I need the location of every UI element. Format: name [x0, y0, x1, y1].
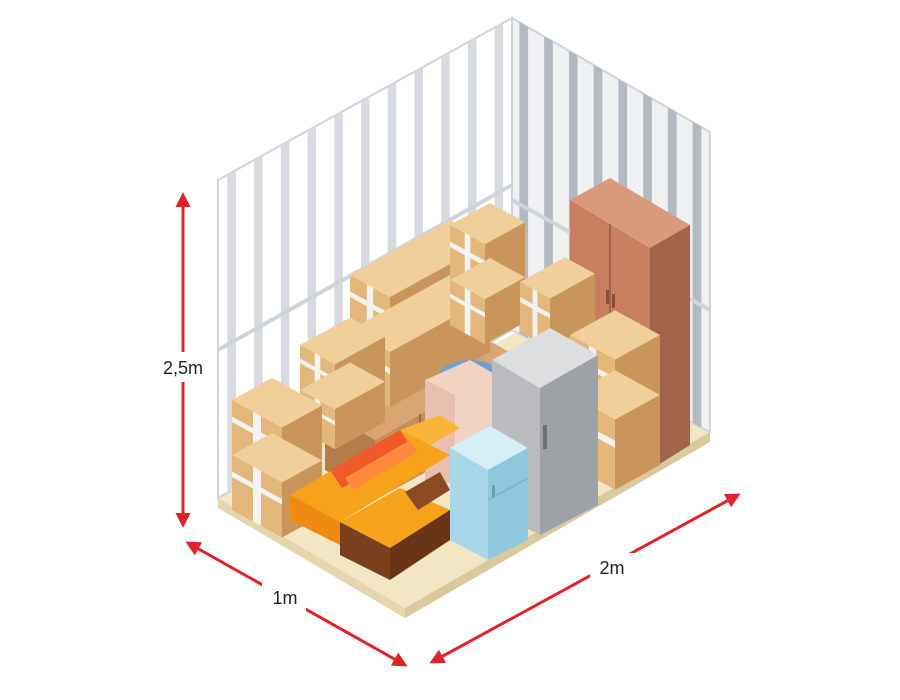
box-icon — [450, 258, 525, 345]
fridge-icon — [450, 426, 529, 560]
box-icon — [232, 433, 322, 538]
width-label: 2m — [599, 558, 624, 578]
width-arrow — [429, 493, 741, 664]
wall-slat — [280, 140, 290, 463]
depth-label: 1m — [272, 588, 297, 608]
wall-slat — [692, 122, 702, 428]
height-label: 2,5m — [163, 358, 203, 378]
